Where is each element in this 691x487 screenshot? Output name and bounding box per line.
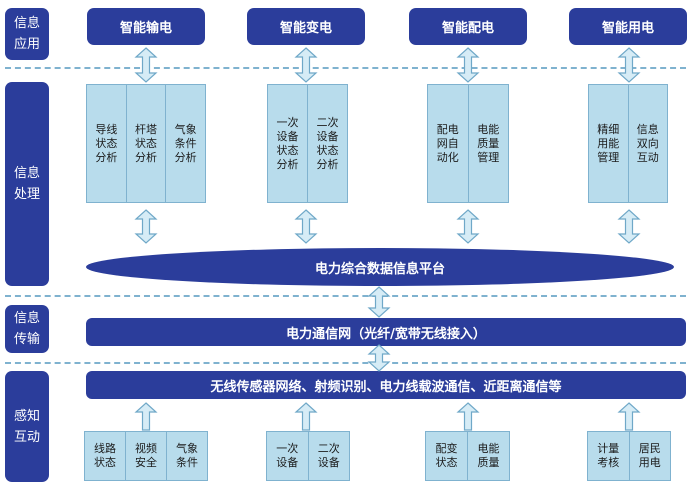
layer-label-transmission: 信息传输 (5, 305, 49, 353)
double-arrow-app-process-1-shape (134, 47, 158, 83)
double-arrow-process-platform-3-shape (456, 209, 480, 244)
app-smart-transmission: 智能输电 (87, 8, 205, 45)
sense-cell: 计量考核 (597, 442, 620, 469)
process-cell: 导线状态分析 (95, 122, 118, 164)
processing-panel-transmission: 导线状态分析 杆塔状态分析 气象条件分析 (86, 84, 206, 203)
app-smart-distribution: 智能配电 (409, 8, 527, 45)
double-arrow-process-platform-2 (294, 209, 318, 244)
process-cell: 杆塔状态分析 (125, 85, 166, 202)
sensing-panel-substation: 一次设备 二次设备 (266, 431, 350, 481)
sense-cell: 气象条件 (166, 432, 207, 480)
double-arrow-app-process-3 (456, 47, 480, 83)
sense-cell: 配变状态 (435, 442, 458, 469)
communication-network-bar: 电力通信网（光纤/宽带无线接入） (86, 318, 686, 346)
process-cell: 精细用能管理 (597, 122, 620, 164)
double-arrow-process-platform-1 (134, 209, 158, 244)
double-arrow-process-platform-1-shape (134, 209, 158, 244)
up-arrow-sensing-2-shape (294, 402, 318, 431)
double-arrow-process-platform-4 (617, 209, 641, 244)
sensing-panel-consumption: 计量考核 居民用电 (587, 431, 671, 481)
sense-cell: 电能质量 (467, 432, 509, 480)
double-arrow-process-platform-4-shape (617, 209, 641, 244)
up-arrow-sensing-4-shape (617, 402, 641, 431)
data-platform-ellipse: 电力综合数据信息平台 (86, 248, 674, 286)
sense-cell: 视频安全 (125, 432, 166, 480)
double-arrow-platform-network (367, 286, 391, 318)
double-arrow-app-process-4-shape (617, 47, 641, 83)
separator-line-2 (5, 295, 686, 297)
up-arrow-sensing-3-shape (456, 402, 480, 431)
sense-cell: 一次设备 (276, 442, 299, 469)
double-arrow-process-platform-2-shape (294, 209, 318, 244)
double-arrow-app-process-2-shape (294, 47, 318, 83)
separator-line-1 (5, 67, 686, 69)
double-arrow-app-process-3-shape (456, 47, 480, 83)
up-arrow-sensing-4 (617, 402, 641, 431)
double-arrow-network-sensing (367, 344, 391, 372)
double-arrow-platform-network-shape (367, 286, 391, 318)
sense-cell: 二次设备 (307, 432, 350, 480)
up-arrow-sensing-1 (134, 402, 158, 431)
sensing-panel-transmission: 线路状态 视频安全 气象条件 (84, 431, 208, 481)
sense-cell: 居民用电 (628, 432, 671, 480)
processing-panel-consumption: 精细用能管理 信息双向互动 (588, 84, 668, 203)
process-cell: 信息双向互动 (627, 85, 668, 202)
sensing-network-bar: 无线传感器网络、射频识别、电力线载波通信、近距离通信等 (86, 371, 686, 399)
sensing-panel-distribution: 配变状态 电能质量 (425, 431, 510, 481)
double-arrow-process-platform-3 (456, 209, 480, 244)
processing-panel-distribution: 配电网自动化 电能质量管理 (427, 84, 509, 203)
processing-panel-substation: 一次设备状态分析 二次设备状态分析 (267, 84, 348, 203)
process-cell: 二次设备状态分析 (307, 85, 347, 202)
up-arrow-sensing-2 (294, 402, 318, 431)
up-arrow-sensing-3 (456, 402, 480, 431)
separator-line-3 (5, 362, 686, 364)
layer-label-processing: 信息处理 (5, 82, 49, 286)
process-cell: 电能质量管理 (467, 85, 509, 202)
layer-label-application: 信息应用 (5, 8, 49, 60)
app-smart-consumption: 智能用电 (569, 8, 687, 45)
process-cell: 配电网自动化 (436, 122, 459, 164)
app-smart-substation: 智能变电 (247, 8, 365, 45)
sense-cell: 线路状态 (94, 442, 116, 469)
layer-label-sensing: 感知互动 (5, 371, 49, 482)
double-arrow-app-process-2 (294, 47, 318, 83)
up-arrow-sensing-1-shape (134, 402, 158, 431)
double-arrow-app-process-1 (134, 47, 158, 83)
process-cell: 气象条件分析 (165, 85, 205, 202)
double-arrow-app-process-4 (617, 47, 641, 83)
double-arrow-network-sensing-shape (367, 344, 391, 372)
process-cell: 一次设备状态分析 (276, 115, 299, 171)
